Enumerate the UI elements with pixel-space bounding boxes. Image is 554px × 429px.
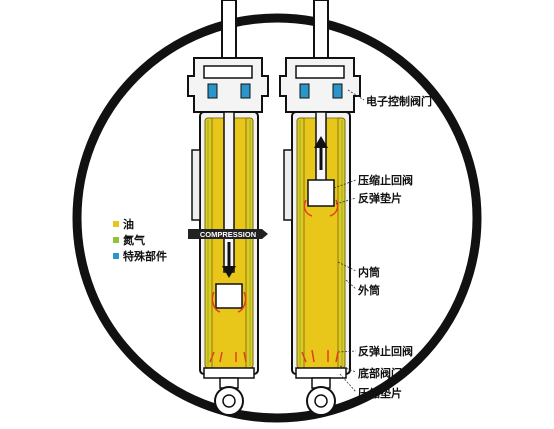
left-piston-flow-r — [237, 291, 247, 313]
label-compression-shim: 压缩垫片 — [358, 387, 402, 400]
right-head-collar — [295, 65, 345, 79]
left-compression-arrowhead — [222, 266, 236, 278]
left-piston — [215, 283, 243, 309]
legend-item-gas: 氮气 — [113, 232, 145, 248]
right-mount-hole — [314, 394, 328, 408]
left-mount-neck — [219, 377, 239, 389]
left-piston-rod — [221, 0, 237, 61]
right-piston-rod — [313, 0, 329, 61]
legend-label-gas: 氮气 — [123, 234, 145, 247]
label-electronic-valve: 电子控制阀门 — [366, 95, 432, 108]
right-piston-flow-r — [329, 199, 339, 217]
right-shock — [279, 0, 361, 416]
left-shock — [187, 0, 269, 416]
gas-swatch — [113, 237, 119, 243]
compression-banner-text: COMPRESSION — [200, 230, 256, 239]
left-seal-left — [207, 83, 218, 99]
left-piston-flow-l — [211, 291, 221, 313]
label-outer-tube: 外筒 — [358, 284, 380, 297]
right-side-fitting — [283, 149, 293, 221]
legend-label-special: 特殊部件 — [123, 250, 167, 263]
legend-item-oil: 油 — [113, 216, 134, 232]
left-base-flow-arrows — [209, 351, 247, 363]
label-inner-tube: 内筒 — [358, 266, 380, 279]
special-swatch — [113, 253, 119, 259]
label-rebound-shim: 反弹垫片 — [358, 192, 402, 205]
right-seal-right — [332, 83, 343, 99]
legend-item-special: 特殊部件 — [113, 248, 167, 264]
right-bottom-cap — [295, 367, 347, 379]
oil-swatch — [113, 221, 119, 227]
right-mount-neck — [311, 377, 331, 389]
label-base-valve: 底部阀门 — [358, 367, 402, 380]
right-base-flow-arrows — [301, 349, 339, 363]
legend-label-oil: 油 — [123, 218, 134, 231]
left-head-collar — [203, 65, 253, 79]
callout-leaders — [333, 89, 365, 393]
background-circle — [72, 13, 482, 423]
right-seal-left — [299, 83, 310, 99]
left-mount-hole — [222, 394, 236, 408]
left-seal-right — [240, 83, 251, 99]
right-piston-flow-l — [303, 199, 313, 217]
right-piston — [307, 179, 335, 207]
label-compression-check-valve: 压缩止回阀 — [358, 174, 413, 187]
left-side-fitting — [191, 149, 201, 221]
left-bottom-cap — [203, 367, 255, 379]
compression-banner: COMPRESSION — [188, 229, 268, 239]
label-rebound-check-valve: 反弹止回阀 — [358, 345, 413, 358]
right-rebound-arrowhead — [314, 136, 328, 148]
